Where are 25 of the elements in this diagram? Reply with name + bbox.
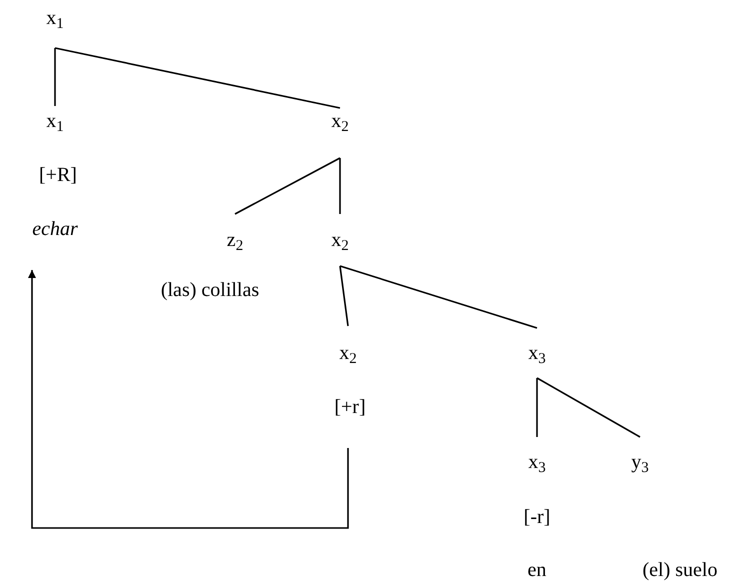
category-label: x$_{3}$	[528, 450, 546, 474]
phrase-label: (las) colillas	[160, 278, 260, 302]
category-label: x$_{2}$	[331, 109, 349, 133]
category-label: z$_{2}$	[226, 228, 244, 252]
feature-label: en	[528, 558, 546, 582]
tree-branch-line	[536, 378, 538, 437]
category-label: x$_{1}$	[46, 109, 64, 133]
category-label: x$_{2}$	[331, 228, 349, 252]
category-label: x$_{2}$	[339, 341, 357, 365]
category-label: y$_{3}$	[631, 450, 649, 474]
arrow	[28, 270, 349, 529]
feature-label: [-r]	[524, 505, 550, 529]
feature-label: [+R]	[39, 163, 77, 187]
feature-label: [+r]	[334, 395, 366, 419]
feature-label: (el) suelo	[642, 558, 718, 582]
feature-label: echar	[32, 217, 78, 241]
category-label: x$_{1}$	[46, 6, 64, 30]
category-label: x$_{3}$	[528, 341, 546, 365]
tree-branch-line	[54, 47, 340, 109]
tree-branch-line	[536, 377, 640, 438]
tree-branch-line	[340, 265, 538, 329]
tree-branch-line	[234, 157, 340, 215]
tree-branch-line	[339, 158, 341, 214]
tree-branch-line	[54, 48, 56, 106]
tree-branch-line	[339, 266, 349, 326]
